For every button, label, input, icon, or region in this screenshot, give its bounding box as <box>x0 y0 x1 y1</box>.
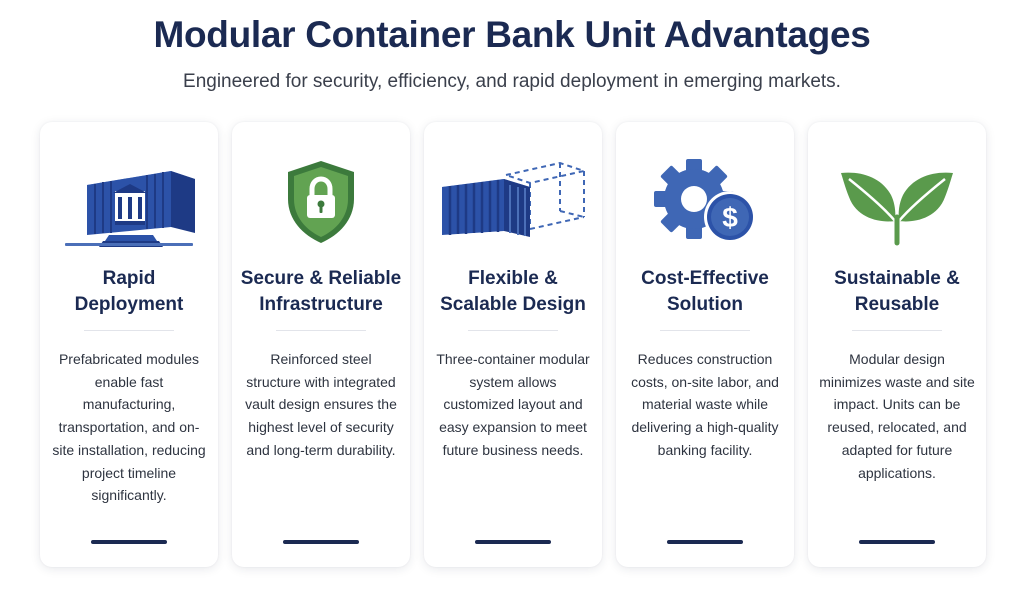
card-cost-effective: $ Cost-Effective Solution Reduces constr… <box>616 122 794 567</box>
accent-bar <box>475 540 551 544</box>
divider <box>660 330 750 331</box>
card-description: Three-container modular system allows cu… <box>436 351 590 458</box>
container-bank-icon <box>65 171 195 247</box>
card-description: Modular design minimizes waste and site … <box>819 351 975 481</box>
card-flexible-scalable: Flexible & Scalable Design Three-contain… <box>424 122 602 567</box>
divider <box>276 330 366 331</box>
accent-bar <box>667 540 743 544</box>
card-title: Rapid Deployment <box>74 268 184 315</box>
gear-dollar-icon: $ <box>654 159 756 243</box>
leaf-icon <box>841 172 953 246</box>
divider <box>84 330 174 331</box>
page-title: Modular Container Bank Unit Advantages <box>153 14 871 55</box>
divider <box>852 330 942 331</box>
accent-bar <box>91 540 167 544</box>
card-sustainable-reusable: Sustainable & Reusable Modular design mi… <box>808 122 986 567</box>
advantage-cards: Rapid Deployment Prefabricated modules e… <box>40 122 986 567</box>
card-title: Sustainable & Reusable <box>834 268 960 315</box>
accent-bar <box>859 540 935 544</box>
divider <box>468 330 558 331</box>
card-description: Reduces construction costs, on-site labo… <box>631 351 779 458</box>
card-title: Flexible & Scalable Design <box>440 268 586 315</box>
shield-lock-icon <box>288 161 354 243</box>
card-secure-reliable: Secure & Reliable Infrastructure Reinfor… <box>232 122 410 567</box>
modular-containers-icon <box>442 161 588 237</box>
card-description: Reinforced steel structure with integrat… <box>245 351 397 458</box>
svg-text:$: $ <box>722 202 738 233</box>
accent-bar <box>283 540 359 544</box>
card-description: Prefabricated modules enable fast manufa… <box>52 351 206 504</box>
card-rapid-deployment: Rapid Deployment Prefabricated modules e… <box>40 122 218 567</box>
page-subtitle: Engineered for security, efficiency, and… <box>183 71 841 92</box>
card-title: Cost-Effective Solution <box>641 268 769 315</box>
card-title: Secure & Reliable Infrastructure <box>240 268 402 315</box>
